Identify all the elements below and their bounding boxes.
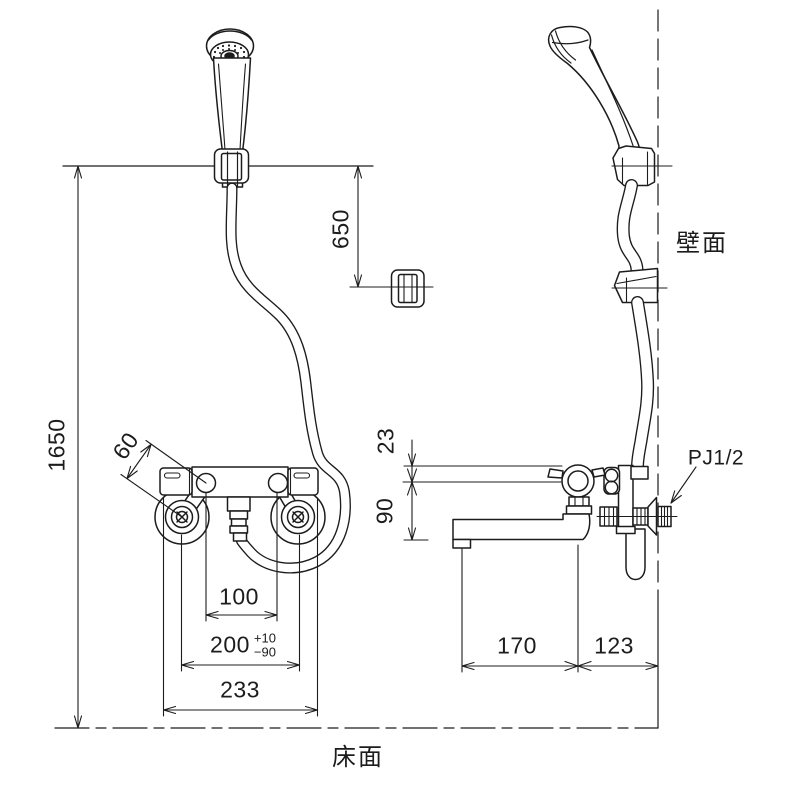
dim-label-170: 170 xyxy=(497,632,537,659)
dim-label-100: 100 xyxy=(219,583,259,610)
dim-233 xyxy=(162,497,319,717)
dim-200-tol-plus: +10 xyxy=(253,630,276,646)
dim-label-90: 90 xyxy=(371,497,398,525)
holder-bracket-side xyxy=(613,267,659,304)
dim-label-233: 233 xyxy=(220,676,260,703)
spout-side xyxy=(452,513,591,549)
check-valve-unit xyxy=(603,466,621,495)
shower-hose-side-lower xyxy=(631,296,655,473)
dim-650 xyxy=(353,165,363,288)
hose-end-side xyxy=(625,528,646,581)
hook-bracket-front xyxy=(213,148,250,188)
dim-label-650: 650 xyxy=(327,209,354,249)
dim-200-value: 200 xyxy=(210,631,250,658)
shower-hose-front xyxy=(225,182,351,574)
dimension-lines xyxy=(73,165,697,729)
leader-pj xyxy=(670,466,697,504)
front-view xyxy=(154,28,425,574)
dim-1650 xyxy=(73,165,83,729)
floor-surface-label: 床面 xyxy=(332,744,384,771)
side-view xyxy=(452,25,672,581)
dim-label-200: 200 +10 −90 xyxy=(210,631,276,658)
dim-100 xyxy=(205,492,278,622)
shower-hose-side-upper xyxy=(616,179,644,276)
hose-outlet xyxy=(226,496,251,542)
shower-head-side xyxy=(547,25,641,158)
eccentric-disc-right xyxy=(280,499,316,535)
dim-200 xyxy=(180,534,301,672)
wall-surface-label: 壁面 xyxy=(676,230,728,257)
dim-23-90 xyxy=(402,439,563,541)
valve-side xyxy=(547,464,606,515)
thread-spec-label: PJ1/2 xyxy=(687,446,745,470)
dim-60 xyxy=(120,439,207,518)
reference-lines xyxy=(54,9,659,729)
inlet-right xyxy=(267,472,289,494)
handle-cap-left xyxy=(159,467,193,496)
dim-200-tol-minus: −90 xyxy=(253,644,276,659)
holder-bracket-front xyxy=(390,269,425,308)
dim-label-23: 23 xyxy=(372,427,399,455)
handle-cap-right xyxy=(287,467,319,496)
faucet-front xyxy=(154,466,326,545)
dim-170-123 xyxy=(461,544,659,673)
dim-label-1650: 1650 xyxy=(43,418,70,472)
dim-label-123: 123 xyxy=(594,632,634,659)
